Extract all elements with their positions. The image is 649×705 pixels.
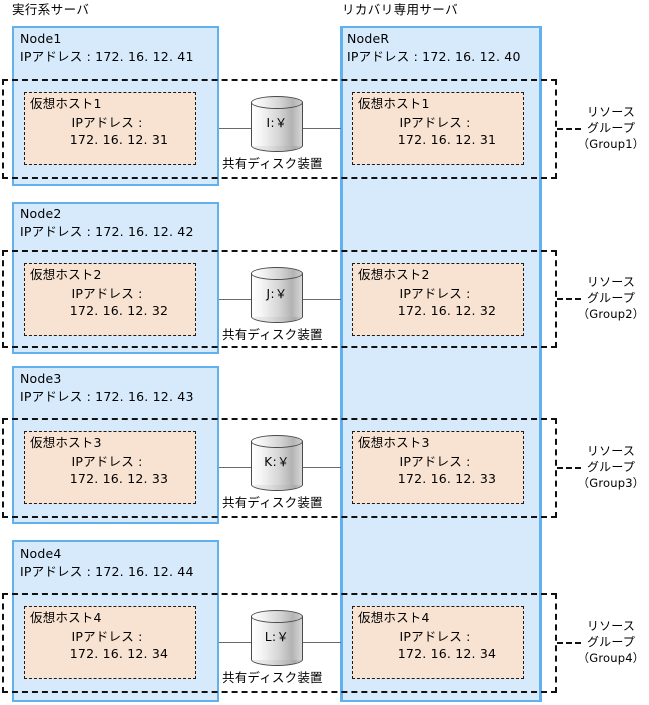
- resource-group-label-3: リソース グループ （Group3）: [577, 443, 645, 491]
- shared-disk-4: L:￥: [251, 610, 303, 668]
- disk-4-caption: 共有ディスク装置: [222, 670, 323, 685]
- disk-wire-1-right: [303, 128, 341, 129]
- vhost-2-right-ip-line2: 172. 16. 12. 32: [397, 303, 497, 318]
- disk-body-icon: [251, 273, 303, 317]
- vhost-4-right-ip-line1: IPアドレス :: [399, 629, 471, 644]
- node-3-name: Node3: [20, 371, 62, 386]
- disk-wire-2-left: [219, 299, 251, 300]
- virtual-host-box-4-left: 仮想ホスト4 IPアドレス : 172. 16. 12. 34: [24, 606, 196, 679]
- vhost-2-left-ip-line2: 172. 16. 12. 32: [69, 303, 169, 318]
- resource-group-connector-2: [557, 298, 581, 300]
- disk-top-ellipse-icon: [251, 435, 303, 448]
- rg-3-line3: （Group3）: [577, 476, 645, 490]
- node-4-name: Node4: [20, 546, 62, 561]
- virtual-host-box-3-right: 仮想ホスト3 IPアドレス : 172. 16. 12. 33: [352, 431, 524, 504]
- vhost-4-right-ip-line2: 172. 16. 12. 34: [397, 646, 497, 661]
- rg-1-line3: （Group1）: [577, 137, 645, 151]
- resource-group-connector-1: [557, 128, 581, 130]
- disk-wire-4-right: [303, 642, 341, 643]
- disk-1-drive-label: I:￥: [266, 116, 288, 130]
- vhost-2-left-ip-line1: IPアドレス :: [71, 286, 143, 301]
- rg-4-line3: （Group4）: [577, 651, 645, 665]
- disk-3-drive-label: K:￥: [264, 455, 290, 469]
- vhost-3-left-name: 仮想ホスト3: [30, 435, 102, 450]
- disk-wire-3-left: [219, 467, 251, 468]
- vhost-1-right-ip-line2: 172. 16. 12. 31: [397, 132, 497, 147]
- header-active-server: 実行系サーバ: [12, 2, 90, 17]
- node-3-ip: IPアドレス : 172. 16. 12. 43: [20, 389, 194, 404]
- node-1-ip: IPアドレス : 172. 16. 12. 41: [20, 49, 194, 64]
- disk-wire-4-left: [219, 642, 251, 643]
- resource-group-label-4: リソース グループ （Group4）: [577, 618, 645, 666]
- rg-4-line2: グループ: [586, 635, 636, 649]
- rg-2-line2: グループ: [586, 291, 636, 305]
- virtual-host-box-4-right: 仮想ホスト4 IPアドレス : 172. 16. 12. 34: [352, 606, 524, 679]
- disk-body-icon: [251, 441, 303, 485]
- vhost-3-right-name: 仮想ホスト3: [358, 435, 430, 450]
- shared-disk-1: I:￥: [251, 96, 303, 154]
- disk-top-ellipse-icon: [251, 267, 303, 280]
- vhost-3-left-ip-line1: IPアドレス :: [71, 454, 143, 469]
- resource-group-label-1: リソース グループ （Group1）: [577, 104, 645, 152]
- vhost-2-right-name: 仮想ホスト2: [358, 267, 430, 282]
- rg-3-line2: グループ: [586, 460, 636, 474]
- vhost-3-right-ip-line2: 172. 16. 12. 33: [397, 471, 497, 486]
- disk-top-ellipse-icon: [251, 610, 303, 623]
- disk-2-caption: 共有ディスク装置: [222, 327, 323, 342]
- rg-4-line1: リソース: [586, 619, 636, 633]
- vhost-2-left-name: 仮想ホスト2: [30, 267, 102, 282]
- header-recovery-server: リカバリ専用サーバ: [342, 2, 458, 17]
- vhost-1-left-ip-line1: IPアドレス :: [71, 115, 143, 130]
- virtual-host-box-1-left: 仮想ホスト1 IPアドレス : 172. 16. 12. 31: [24, 92, 196, 165]
- vhost-1-left-ip-line2: 172. 16. 12. 31: [69, 132, 169, 147]
- node-2-name: Node2: [20, 206, 62, 221]
- disk-2-drive-label: J:￥: [266, 287, 288, 301]
- recovery-node-name: NodeR: [347, 31, 390, 46]
- virtual-host-box-2-right: 仮想ホスト2 IPアドレス : 172. 16. 12. 32: [352, 263, 524, 336]
- disk-body-icon: [251, 102, 303, 146]
- vhost-1-left-name: 仮想ホスト1: [30, 96, 102, 111]
- node-1-name: Node1: [20, 31, 62, 46]
- rg-1-line1: リソース: [586, 105, 636, 119]
- shared-disk-2: J:￥: [251, 267, 303, 325]
- disk-wire-1-left: [219, 128, 251, 129]
- node-2-ip: IPアドレス : 172. 16. 12. 42: [20, 224, 194, 239]
- rg-2-line3: （Group2）: [577, 307, 645, 321]
- vhost-1-right-ip-line1: IPアドレス :: [399, 115, 471, 130]
- vhost-3-right-ip-line1: IPアドレス :: [399, 454, 471, 469]
- resource-group-connector-3: [557, 467, 581, 469]
- resource-group-label-2: リソース グループ （Group2）: [577, 274, 645, 322]
- rg-1-line2: グループ: [586, 121, 636, 135]
- disk-wire-3-right: [303, 467, 341, 468]
- disk-wire-2-right: [303, 299, 341, 300]
- resource-group-connector-4: [557, 642, 581, 644]
- disk-1-caption: 共有ディスク装置: [222, 156, 323, 171]
- recovery-node-ip: IPアドレス : 172. 16. 12. 40: [347, 49, 521, 64]
- disk-3-caption: 共有ディスク装置: [222, 495, 323, 510]
- rg-2-line1: リソース: [586, 275, 636, 289]
- vhost-2-right-ip-line1: IPアドレス :: [399, 286, 471, 301]
- rg-3-line1: リソース: [586, 444, 636, 458]
- virtual-host-box-3-left: 仮想ホスト3 IPアドレス : 172. 16. 12. 33: [24, 431, 196, 504]
- disk-top-ellipse-icon: [251, 96, 303, 109]
- vhost-4-left-ip-line1: IPアドレス :: [71, 629, 143, 644]
- vhost-4-left-name: 仮想ホスト4: [30, 610, 102, 625]
- node-4-ip: IPアドレス : 172. 16. 12. 44: [20, 564, 194, 579]
- vhost-4-right-name: 仮想ホスト4: [358, 610, 430, 625]
- vhost-3-left-ip-line2: 172. 16. 12. 33: [69, 471, 169, 486]
- virtual-host-box-1-right: 仮想ホスト1 IPアドレス : 172. 16. 12. 31: [352, 92, 524, 165]
- virtual-host-box-2-left: 仮想ホスト2 IPアドレス : 172. 16. 12. 32: [24, 263, 196, 336]
- shared-disk-3: K:￥: [251, 435, 303, 493]
- vhost-4-left-ip-line2: 172. 16. 12. 34: [69, 646, 169, 661]
- vhost-1-right-name: 仮想ホスト1: [358, 96, 430, 111]
- disk-4-drive-label: L:￥: [264, 630, 290, 644]
- disk-body-icon: [251, 616, 303, 660]
